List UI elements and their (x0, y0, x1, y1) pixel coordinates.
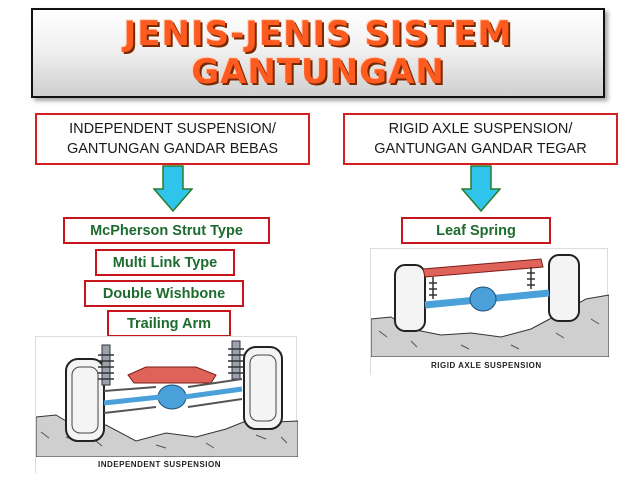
rigid-label-line-1: RIGID AXLE SUSPENSION/ (388, 121, 573, 137)
rigid-label-line-2: GANTUNGAN GANDAR TEGAR (374, 141, 587, 157)
leaf-spring-tag: Leaf Spring (401, 217, 551, 244)
independent-label-line-2: GANTUNGAN GANDAR BEBAS (66, 141, 279, 157)
down-arrow-icon-right (461, 165, 501, 212)
rigid-axle-suspension-box: RIGID AXLE SUSPENSION/ GANTUNGAN GANDAR … (343, 113, 618, 165)
independent-figure-caption: INDEPENDENT SUSPENSION (98, 460, 222, 469)
independent-label-line-1: INDEPENDENT SUSPENSION/ (69, 121, 276, 137)
multi-link-tag: Multi Link Type (95, 249, 235, 276)
independent-suspension-box: INDEPENDENT SUSPENSION/ GANTUNGAN GANDAR… (35, 113, 310, 165)
rigid-axle-suspension-illustration (370, 254, 610, 376)
title-line-1: JENIS-JENIS SISTEM (123, 14, 513, 54)
mcpherson-strut-tag: McPherson Strut Type (63, 217, 270, 244)
title-banner: JENIS-JENIS SISTEM GANTUNGAN (31, 8, 605, 98)
rigid-axle-suspension-figure: RIGID AXLE SUSPENSION (370, 248, 610, 376)
independent-suspension-illustration (35, 340, 299, 474)
title-line-2: GANTUNGAN (191, 52, 445, 92)
down-arrow-icon-left (153, 165, 193, 212)
rigid-figure-caption: RIGID AXLE SUSPENSION (431, 361, 542, 370)
independent-suspension-figure: INDEPENDENT SUSPENSION (35, 336, 299, 474)
double-wishbone-tag: Double Wishbone (84, 280, 244, 307)
trailing-arm-tag: Trailing Arm (107, 310, 231, 337)
